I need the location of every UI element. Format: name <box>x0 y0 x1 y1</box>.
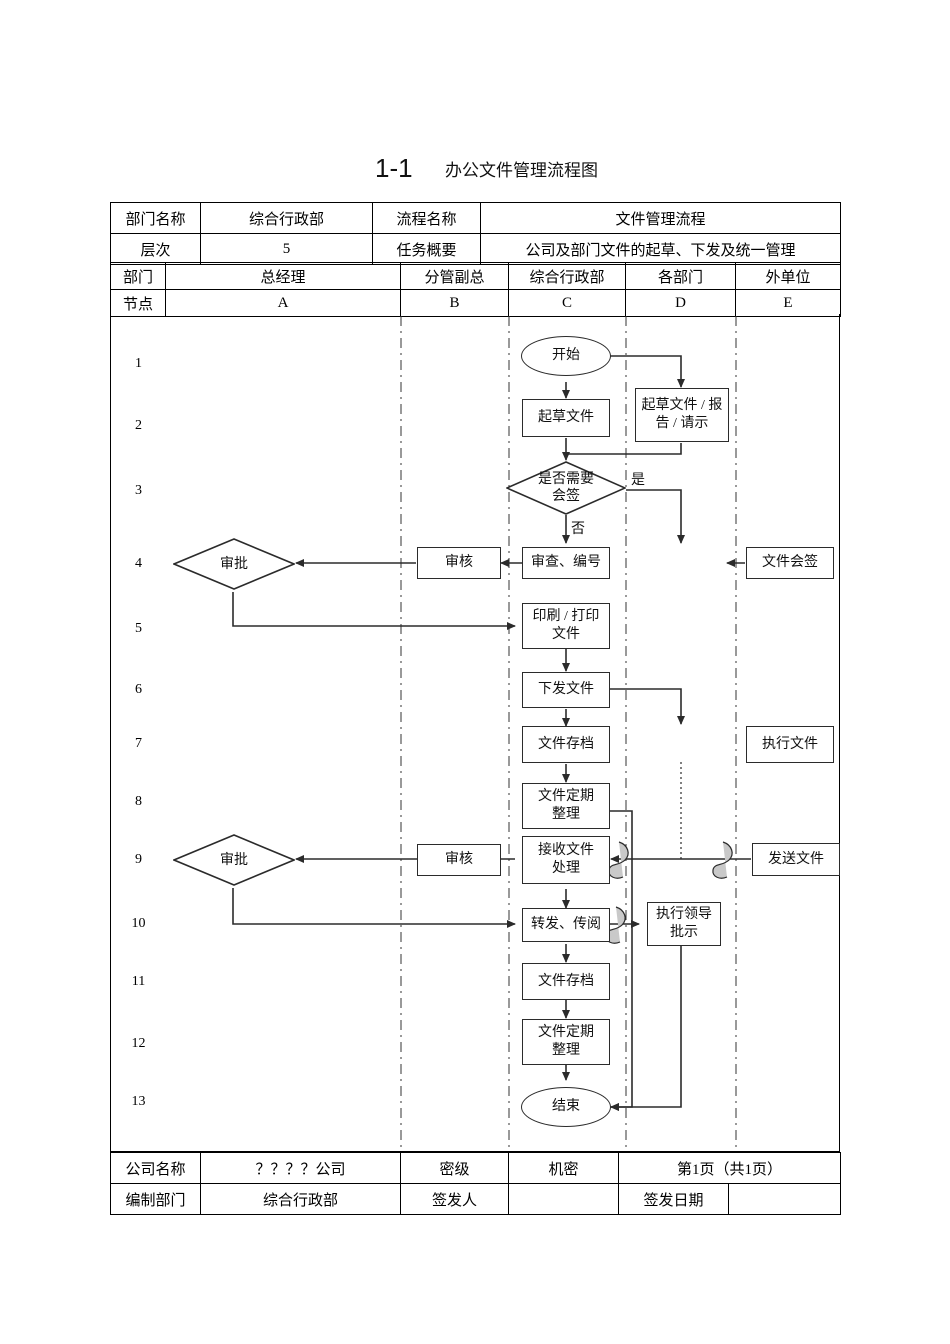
title-number: 1-1 <box>375 153 413 183</box>
node-archive-document-1[interactable]: 文件存档 <box>522 726 610 763</box>
lane-header-external: 外单位 <box>735 262 841 290</box>
page-title: 1-1 办公文件管理流程图 <box>110 152 840 188</box>
lane-header-general-manager: 总经理 <box>165 262 401 290</box>
cell-security-level-value: 机密 <box>508 1152 619 1184</box>
node-document-countersign[interactable]: 文件会签 <box>746 547 834 579</box>
row-number-4: 4 <box>135 556 142 571</box>
row-number-3: 3 <box>135 483 142 498</box>
row-number-13: 13 <box>131 1094 146 1109</box>
footer-info-table: 公司名称 ？？？？公司 密级 机密 第1页（共1页） 编制部门 综合行政部 签发… <box>110 1152 842 1215</box>
node-forward-and-circulate[interactable]: 转发、传阅 <box>522 908 610 942</box>
lane-header-admin-dept: 综合行政部 <box>508 262 626 290</box>
lane-header-departments: 各部门 <box>625 262 736 290</box>
cell-issuer-label: 签发人 <box>400 1183 509 1215</box>
node-decision-need-countersign[interactable]: 是否需要会签 <box>506 461 626 515</box>
row-number-11: 11 <box>131 974 146 989</box>
cell-page-number: 第1页（共1页） <box>617 1152 842 1184</box>
cell-company-name-value: ？？？？公司 <box>200 1152 401 1184</box>
cell-level-label: 层次 <box>110 233 201 265</box>
swimlane-header-table: 部门 总经理 分管副总 综合行政部 各部门 外单位 节点 A B C D E <box>110 262 841 317</box>
node-organize-document-1[interactable]: 文件定期整理 <box>522 783 610 829</box>
node-label: 审批 <box>220 556 248 572</box>
cell-level-value: 5 <box>200 233 373 265</box>
cell-issue-date-value <box>727 1183 842 1215</box>
node-approval-1[interactable]: 审批 <box>173 538 295 590</box>
node-review-1[interactable]: 审核 <box>417 547 501 579</box>
cell-process-name-value: 文件管理流程 <box>480 202 841 234</box>
lane-code-c: C <box>508 289 626 317</box>
cell-issuer-value <box>508 1183 619 1215</box>
cell-node-label: 节点 <box>110 289 166 317</box>
title-text: 办公文件管理流程图 <box>445 161 598 180</box>
flowchart-canvas: 1 2 3 4 5 6 7 8 9 10 11 12 13 开始 起草文件 起草… <box>110 314 840 1152</box>
row-number-12: 12 <box>131 1036 146 1051</box>
table-row: 节点 A B C D E <box>110 289 841 317</box>
cell-prepared-by-label: 编制部门 <box>110 1183 201 1215</box>
table-row: 编制部门 综合行政部 签发人 签发日期 <box>110 1183 842 1215</box>
cell-issue-date-label: 签发日期 <box>618 1183 729 1215</box>
cell-department-name-label: 部门名称 <box>110 202 201 234</box>
node-archive-document-2[interactable]: 文件存档 <box>522 963 610 1000</box>
lane-code-d: D <box>625 289 736 317</box>
edge-label-yes: 是 <box>631 473 645 488</box>
node-print-document[interactable]: 印刷 / 打印文件 <box>522 603 610 649</box>
node-approval-2[interactable]: 审批 <box>173 834 295 886</box>
cell-task-summary-value: 公司及部门文件的起草、下发及统一管理 <box>480 233 841 265</box>
cell-company-name-label: 公司名称 <box>110 1152 201 1184</box>
node-receive-and-process[interactable]: 接收文件处理 <box>522 836 610 884</box>
row-number-2: 2 <box>135 418 142 433</box>
node-label: 是否需要会签 <box>538 472 594 504</box>
row-number-1: 1 <box>135 356 142 371</box>
cell-prepared-by-value: 综合行政部 <box>200 1183 401 1215</box>
node-start[interactable]: 开始 <box>521 336 611 376</box>
table-row: 部门名称 综合行政部 流程名称 文件管理流程 <box>110 202 841 234</box>
lane-code-e: E <box>735 289 841 317</box>
cell-process-name-label: 流程名称 <box>372 202 481 234</box>
node-check-and-number[interactable]: 审查、编号 <box>522 547 610 579</box>
node-end[interactable]: 结束 <box>521 1087 611 1127</box>
row-number-10: 10 <box>131 916 146 931</box>
node-execute-leader-instruction[interactable]: 执行领导批示 <box>647 902 721 946</box>
node-review-2[interactable]: 审核 <box>417 844 501 876</box>
node-draft-document[interactable]: 起草文件 <box>522 399 610 437</box>
table-row: 层次 5 任务概要 公司及部门文件的起草、下发及统一管理 <box>110 233 841 265</box>
row-number-7: 7 <box>135 736 142 751</box>
cell-security-level-label: 密级 <box>400 1152 509 1184</box>
line-jump-icon <box>605 841 733 944</box>
flow-edges <box>232 355 751 1111</box>
lane-code-a: A <box>165 289 401 317</box>
lane-code-b: B <box>400 289 509 317</box>
edge-label-no: 否 <box>571 522 585 537</box>
row-number-9: 9 <box>135 852 142 867</box>
cell-department-name-value: 综合行政部 <box>200 202 373 234</box>
table-row: 部门 总经理 分管副总 综合行政部 各部门 外单位 <box>110 262 841 290</box>
node-distribute-document[interactable]: 下发文件 <box>522 672 610 708</box>
diamond-shape-icon <box>506 461 626 515</box>
node-draft-report-request[interactable]: 起草文件 / 报告 / 请示 <box>635 388 729 442</box>
header-info-table: 部门名称 综合行政部 流程名称 文件管理流程 层次 5 任务概要 公司及部门文件… <box>110 202 841 265</box>
lane-dividers <box>400 316 737 1150</box>
row-number-6: 6 <box>135 682 142 697</box>
lane-header-vice-president: 分管副总 <box>400 262 509 290</box>
flowchart-connectors <box>232 316 751 1150</box>
row-number-8: 8 <box>135 794 142 809</box>
diamond-shape-icon <box>173 538 295 590</box>
table-row: 公司名称 ？？？？公司 密级 机密 第1页（共1页） <box>110 1152 842 1184</box>
cell-task-summary-label: 任务概要 <box>372 233 481 265</box>
row-number-5: 5 <box>135 621 142 636</box>
node-send-document[interactable]: 发送文件 <box>752 843 840 876</box>
diamond-shape-icon <box>173 834 295 886</box>
node-label: 审批 <box>220 852 248 868</box>
cell-dept-label: 部门 <box>110 262 166 290</box>
node-organize-document-2[interactable]: 文件定期整理 <box>522 1019 610 1065</box>
node-execute-document[interactable]: 执行文件 <box>746 726 834 763</box>
